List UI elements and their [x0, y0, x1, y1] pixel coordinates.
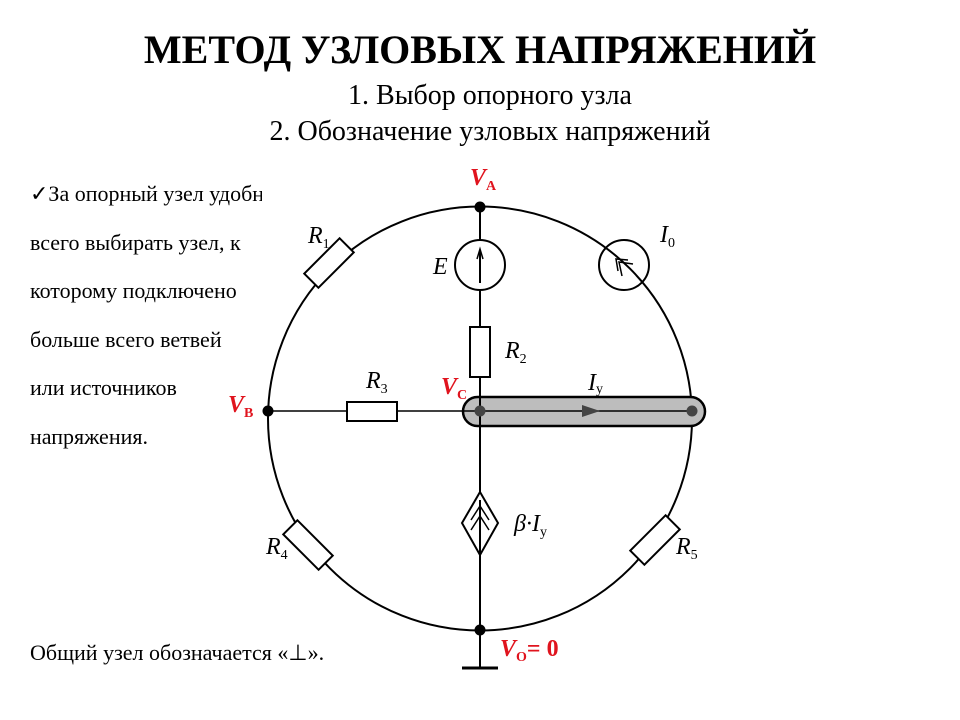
node-short-end	[686, 405, 698, 417]
bullet-text: ✓За опорный узел удобнее всего выбирать …	[30, 170, 262, 461]
bullet-line: больше всего ветвей	[30, 326, 222, 352]
resistor-r4	[281, 518, 335, 572]
label-vb: VB	[228, 392, 253, 421]
label-vo: VO= 0	[500, 636, 559, 665]
label-va: VA	[470, 165, 497, 194]
resistor-r2	[469, 326, 491, 378]
node-o	[474, 624, 486, 636]
resistor-r3	[346, 401, 398, 422]
label-r3: R3	[365, 368, 388, 397]
current-arrow-icon	[582, 405, 600, 417]
label-e: E	[432, 254, 448, 280]
arrow-icon	[618, 261, 634, 277]
label-r2: R2	[504, 338, 527, 367]
footer-text: Общий узел обозначается «⊥».	[30, 640, 325, 665]
slide-title: МЕТОД УЗЛОВЫХ НАПРЯЖЕНИЙ	[143, 27, 817, 72]
label-r5: R5	[675, 534, 698, 563]
subtitle-step-2: 2. Обозначение узловых напряжений	[269, 116, 711, 147]
label-r4: R4	[265, 534, 288, 563]
bullet-line: или источников	[30, 375, 177, 400]
resistor-r1	[302, 236, 356, 290]
bullet-line: всего выбирать узел, к	[30, 229, 241, 255]
node-b	[262, 405, 274, 417]
label-vc: VC	[441, 374, 467, 403]
bullet-line: напряжения.	[30, 423, 148, 449]
current-source-i0	[598, 239, 650, 291]
subtitle-step-1: 1. Выбор опорного узла	[348, 80, 632, 111]
node-c	[474, 405, 486, 417]
label-iy: Iу	[587, 370, 603, 397]
bullet-line: ✓За опорный узел удобнее	[30, 181, 262, 206]
resistor-r5	[628, 513, 682, 567]
double-arrow-icon	[470, 504, 490, 521]
label-i0: I0	[659, 222, 675, 251]
node-a	[474, 201, 486, 213]
label-dependent: β·Iу	[513, 511, 547, 540]
label-r1: R1	[307, 223, 330, 252]
bullet-line: которому подключено	[30, 278, 237, 303]
